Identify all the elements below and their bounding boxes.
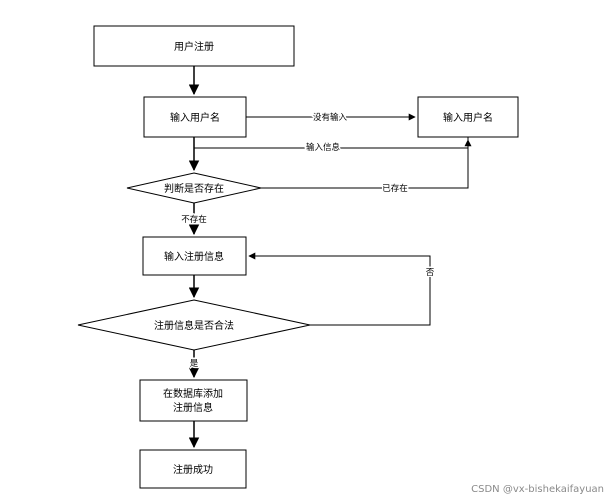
node-success-label: 注册成功 [173, 463, 213, 476]
node-add-db [139, 379, 248, 422]
node-input-username-right-label: 输入用户名 [443, 111, 493, 124]
edge-exists [261, 139, 472, 189]
node-input-reg-info-label: 输入注册信息 [164, 250, 224, 263]
node-input-username [143, 96, 247, 138]
node-check-valid-label: 注册信息是否合法 [154, 319, 234, 332]
edge-no [248, 252, 431, 326]
node-input-username-label: 输入用户名 [170, 111, 220, 124]
node-check-exists-label: 判断是否存在 [164, 182, 224, 195]
edge-yes-label: 是 [190, 359, 199, 369]
node-add-db-label-line2: 注册信息 [173, 401, 213, 414]
node-start [93, 25, 295, 67]
edge-no-label: 否 [426, 268, 435, 278]
edge-not-exists-label: 不存在 [181, 214, 207, 225]
edge-exists-label: 已存在 [382, 183, 408, 194]
edge-input-info-label: 输入信息 [306, 142, 341, 153]
watermark: CSDN @vx-bishekaifayuan [471, 484, 604, 495]
node-success [139, 449, 247, 489]
node-input-reg-info [142, 236, 247, 276]
node-add-db-label-line1: 在数据库添加 [163, 387, 223, 400]
edge-no-input-label: 没有输入 [313, 112, 348, 123]
node-start-label: 用户注册 [174, 40, 214, 53]
